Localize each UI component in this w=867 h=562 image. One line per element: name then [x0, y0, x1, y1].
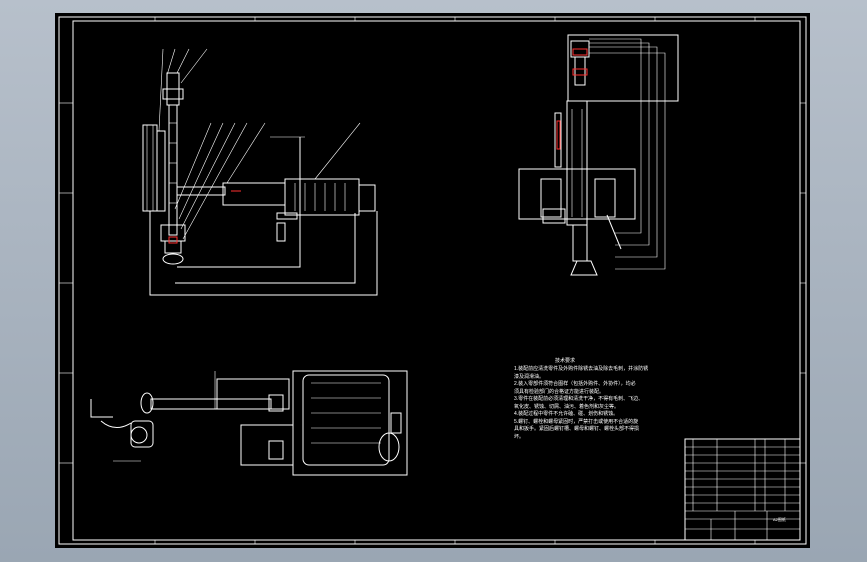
technical-requirement-line: 氧化皮、锈蚀、切屑、油污、着色剂和灰尘等。: [514, 403, 620, 410]
technical-requirement-line: 1.装配前应清洗零件及外购件除锈去油及除去毛刺，并涂防锈: [514, 366, 649, 372]
technical-requirement-line: 4.装配过程中零件不允许磕、碰、划伤和锈蚀。: [514, 411, 619, 417]
front-view-leader-lines: [158, 48, 361, 240]
technical-requirement-line: 坏。: [514, 433, 525, 440]
sheet-outer-border: [58, 16, 807, 545]
title-block-drawing-name: A2图纸: [773, 517, 786, 522]
title-block: [684, 438, 801, 541]
technical-requirement-line: 具和扳手。紧固后螺钉槽、螺母和螺钉、螺栓头部不得损: [514, 426, 640, 432]
side-view-dimension-lines: [589, 38, 666, 270]
technical-requirements-title: 技术要求: [555, 358, 576, 364]
plan-view: [90, 370, 408, 476]
technical-requirement-line: 漆及润滑油。: [514, 373, 545, 380]
side-view-frame: [567, 34, 679, 102]
front-view: [142, 48, 378, 296]
technical-requirement-line: 2.装入零部件须符合图样（包括外购件、外协件），均必: [514, 381, 636, 387]
technical-requirement-line: 3.零件在装配前必须清理和清洗干净，不得有毛刺、飞边、: [514, 396, 644, 402]
technical-requirement-line: 须具有检验部门的合格证方能进行装配。: [514, 388, 605, 395]
zone-ticks: [59, 17, 806, 544]
technical-requirements: 1.装配前应清洗零件及外购件除锈去油及除去毛刺，并涂防锈漆及润滑油。2.装入零部…: [514, 366, 674, 441]
cad-drawing: [58, 16, 807, 545]
technical-requirement-line: 5.螺钉、螺栓和螺母紧固时，严禁打击或使用不合适的旋: [514, 418, 639, 425]
front-view-motor: [284, 178, 360, 216]
side-view: [518, 34, 679, 276]
sheet-inner-border: [72, 20, 801, 541]
front-view-column: [142, 124, 158, 212]
drawing-canvas: 技术要求 1.装配前应清洗零件及外购件除锈去油及除去毛刺，并涂防锈漆及润滑油。2…: [55, 13, 810, 548]
plan-view-housing: [292, 370, 408, 476]
